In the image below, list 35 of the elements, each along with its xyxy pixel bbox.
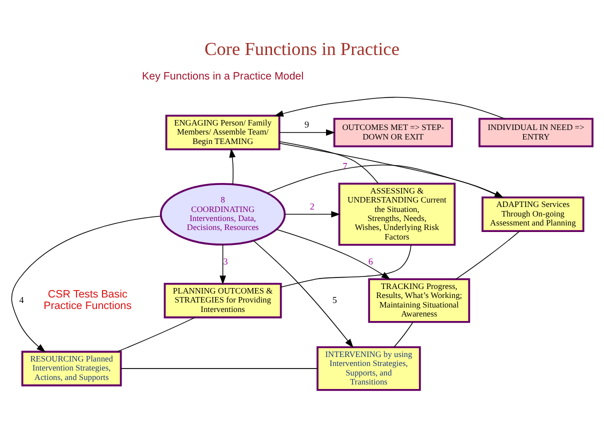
label: CSR Tests Basic Practice Functions (44, 288, 132, 312)
arrow (284, 211, 340, 218)
node-box: TRACKING Progress, Results, What’s Working; Maintaining Situational Awareness (368, 278, 470, 323)
arrow (229, 148, 236, 185)
label: Key Functions in a Practice Model (142, 70, 304, 83)
edge-label: 3 (223, 256, 228, 266)
node-box: INTERVENING by using Intervention Strategies, Supports, and Transitions (316, 346, 421, 391)
node-box: INDIVIDUAL IN NEED => ENTRY (478, 118, 594, 148)
arrow (11, 216, 162, 352)
connector (116, 317, 196, 352)
arrow (279, 129, 336, 136)
connector (120, 368, 318, 369)
arrow (253, 240, 354, 348)
edge-label: 7 (342, 160, 348, 171)
connector (394, 322, 414, 348)
arrow (276, 229, 391, 280)
edge-label: 6 (368, 256, 373, 266)
node-box: ASSESSING & UNDERSTANDING Current the Situation, Strengths, Needs, Wishes, Underlying Risk Factors (338, 182, 456, 246)
connector (456, 230, 520, 280)
arrow (267, 164, 504, 198)
node-box: ADAPTING Services Through On-going Assessment and Planning (482, 196, 584, 232)
edge-label: 5 (332, 294, 338, 305)
edge-label: 4 (19, 294, 24, 305)
connector (279, 141, 379, 184)
node-ellipse: 8 COORDINATING Interventions, Data, Decisions, Resources (160, 182, 286, 246)
node-box: PLANNING OUTCOMES & STRATEGIES for Providing Interventions (164, 282, 282, 318)
node-box: RESOURCING Planned Intervention Strategies, Actions, and Supports (21, 350, 122, 386)
arrow (220, 244, 226, 285)
arrow (274, 96, 506, 120)
diagram-title: Core Functions in Practice (204, 38, 400, 59)
node-box: OUTCOMES MET => STEP-DOWN OR EXIT (333, 118, 453, 148)
connector (280, 244, 412, 288)
edge-label: 2 (310, 201, 314, 212)
edge-label: 9 (304, 120, 310, 130)
node-box: ENGAGING Person/ Family Members/ Assemble Team/ Begin TEAMING (165, 114, 280, 150)
